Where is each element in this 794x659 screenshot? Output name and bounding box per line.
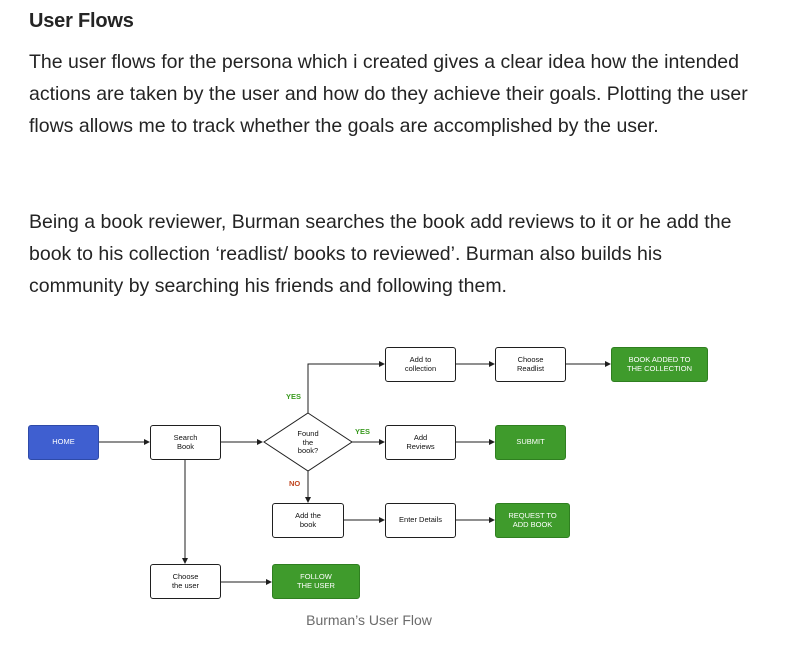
node-submit: SUBMIT [495,425,566,460]
node-search-book: Search Book [150,425,221,460]
figure-caption: Burman’s User Flow [306,612,432,628]
node-choose-readlist: Choose Readlist [495,347,566,382]
node-book-added: BOOK ADDED TO THE COLLECTION [611,347,708,382]
section-heading: User Flows [29,10,134,32]
node-add-reviews: Add Reviews [385,425,456,460]
node-choose-the-user: Choose the user [150,564,221,599]
node-found-the-book: Found the book? [297,429,319,455]
node-add-to-collection: Add to collection [385,347,456,382]
node-request-to-add-book: REQUEST TO ADD BOOK [495,503,570,538]
node-follow-the-user: FOLLOW THE USER [272,564,360,599]
label-yes-collection: YES [286,392,302,401]
node-enter-details: Enter Details [385,503,456,538]
paragraph-user-flows-intro: The user flows for the persona which i c… [29,51,748,137]
node-add-the-book: Add the book [272,503,344,538]
paragraph-burman-description: Being a book reviewer, Burman searches t… [29,211,732,297]
label-yes-reviews: YES [355,427,371,436]
label-no-add-book: NO [289,479,301,488]
decision-diamond-shape [263,412,353,472]
node-home: HOME [28,425,99,460]
edge-decision-to-collection [307,361,385,413]
